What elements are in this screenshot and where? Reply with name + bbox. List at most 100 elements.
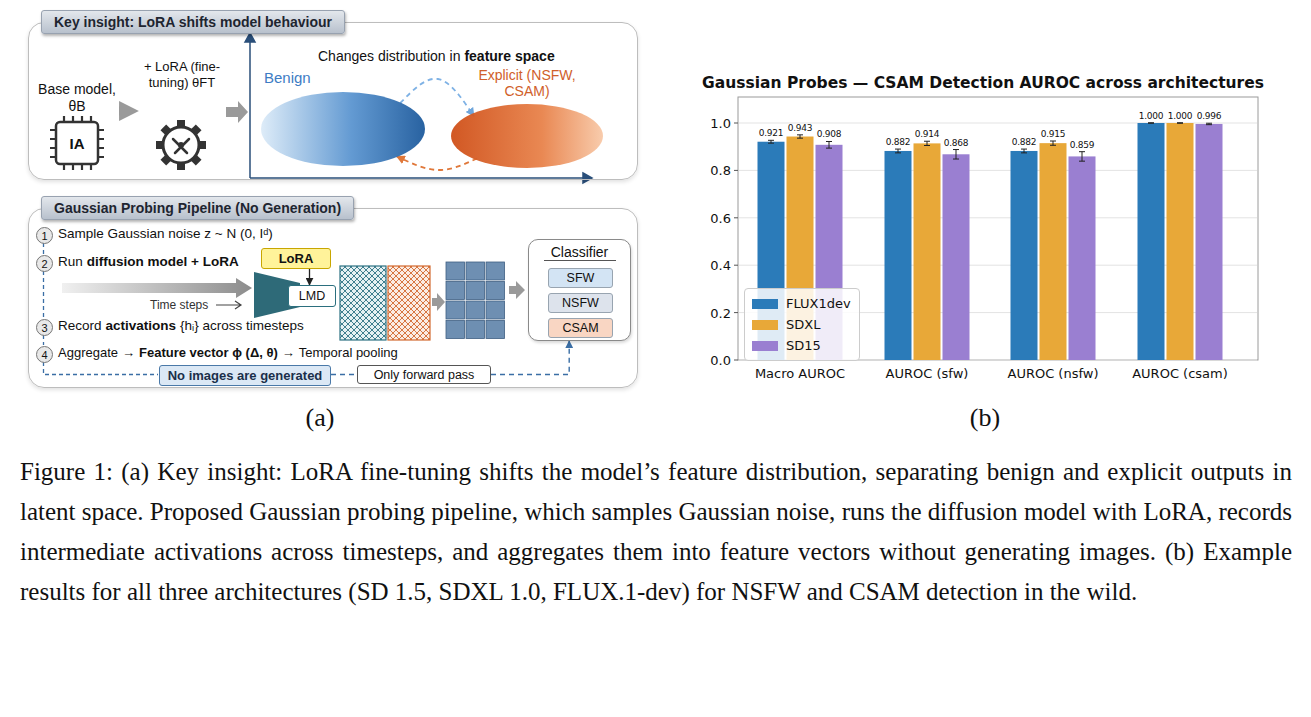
node-text: Explicit (NSFW, CSAM)	[473, 67, 581, 99]
grid-cell	[486, 301, 505, 319]
icon-text: IA	[70, 135, 85, 152]
grid-cell	[446, 262, 465, 280]
step-text: Time steps	[150, 298, 208, 312]
legend-swatch	[752, 341, 778, 351]
grid-cell	[486, 262, 505, 280]
legend-text: SDXL	[786, 317, 820, 332]
legend-swatch	[752, 299, 778, 309]
tick-mark	[734, 170, 738, 171]
step-text: {hᵢ} across timesteps	[180, 318, 304, 333]
grid-cell	[466, 321, 485, 339]
text-row: Sample Gaussian noise z ~ N (0, Iᵈ)	[58, 226, 273, 241]
small-arrow	[216, 301, 241, 309]
error-bar	[768, 140, 774, 143]
grid-cell	[466, 282, 485, 300]
tick-mark	[734, 312, 738, 313]
grid-cell	[486, 282, 505, 300]
tick-label: 0.2	[710, 305, 731, 320]
legend-swatch	[752, 320, 778, 330]
node-text: Gaussian Probing Pipeline (No Generation…	[41, 196, 354, 220]
chart-legend: FLUX1devSDXL SD15	[744, 288, 860, 361]
node-text: LMD	[299, 289, 325, 303]
bar	[914, 143, 941, 360]
legend-text: SD15	[786, 338, 821, 353]
chart-title: Gaussian Probes — CSAM Detection AUROC a…	[702, 74, 1264, 92]
step-text: diffusion model + LoRA	[87, 254, 239, 269]
bar	[1196, 124, 1223, 360]
error-bar	[1050, 141, 1056, 145]
ellipse-shape	[259, 91, 427, 167]
dashed-arrow	[491, 341, 569, 375]
class-box: NSFW	[548, 293, 613, 313]
error-bar	[1206, 123, 1212, 124]
node-text: 2	[41, 258, 47, 270]
bar	[1167, 123, 1194, 360]
block-arrow	[432, 293, 445, 311]
error-bar	[1177, 122, 1183, 123]
block-arrow	[226, 101, 248, 123]
node-text: Base model, θB	[35, 81, 119, 115]
value-label: 0.914	[915, 129, 939, 139]
grid-cell	[486, 321, 505, 339]
step-number: 3	[36, 319, 53, 336]
step-text: Record	[58, 318, 102, 333]
step-number: 1	[36, 227, 53, 244]
mesh-block	[388, 266, 430, 340]
tick-label: 0.4	[710, 258, 731, 273]
value-label: 0.908	[817, 129, 841, 139]
value-label: 1.000	[1168, 111, 1192, 121]
step-text: →	[122, 345, 135, 360]
ellipse	[261, 92, 425, 166]
node-text: 4	[41, 349, 47, 361]
ellipse	[451, 104, 603, 168]
distribution-ellipse: Explicit (NSFW, CSAM)	[449, 67, 605, 171]
legend-text: FLUX1dev	[786, 296, 851, 311]
class-box: SFW	[548, 268, 613, 288]
grid-line	[739, 123, 1257, 124]
model-label: Base model, θB	[35, 81, 119, 175]
bar	[1011, 151, 1038, 360]
error-bar	[895, 149, 901, 153]
tick-mark	[734, 360, 738, 361]
dashed-arrow	[397, 156, 477, 170]
grid-cell	[446, 301, 465, 319]
error-bar	[1021, 149, 1027, 153]
bar	[885, 151, 912, 360]
category-label: AUROC (nsfw)	[1007, 366, 1098, 381]
error-bar	[953, 150, 959, 159]
tick-label: 1.0	[710, 116, 731, 131]
node-text: SFW	[567, 271, 595, 285]
step-text: Run	[58, 254, 83, 269]
bar	[943, 154, 970, 360]
dashed-line	[331, 374, 357, 375]
grid-cell	[466, 301, 485, 319]
feature-grid	[446, 262, 505, 339]
node-text: Benign	[259, 69, 427, 86]
tick-mark	[734, 217, 738, 218]
step-number: 4	[36, 346, 53, 363]
annotation: feature space	[464, 48, 554, 64]
block-arrow	[509, 281, 525, 299]
plot-frame	[738, 97, 1258, 360]
model-box: LMD	[288, 285, 336, 307]
bar-chart	[734, 97, 1258, 360]
step-text: Temporal pooling	[299, 345, 398, 360]
legend-entry: FLUX1dev	[752, 293, 851, 314]
value-label: 0.921	[759, 128, 783, 138]
value-label: 0.915	[1041, 129, 1065, 139]
error-bar	[1148, 122, 1154, 123]
bar	[1040, 143, 1067, 360]
block-arrow	[119, 107, 127, 116]
node-text: 1	[41, 230, 47, 242]
tick-mark	[734, 123, 738, 124]
bar	[1069, 156, 1096, 360]
panel-letter: (a)	[306, 403, 335, 433]
category-label: AUROC (sfw)	[886, 366, 969, 381]
step-text: Feature vector ϕ (Δ, θ)	[139, 345, 278, 360]
legend-entry: SDXL	[752, 314, 851, 335]
node-text: Only forward pass	[374, 368, 475, 382]
error-bar	[1079, 152, 1085, 161]
gear-icon	[156, 120, 206, 170]
step-text: →	[282, 345, 295, 360]
chip-icon	[50, 116, 104, 170]
